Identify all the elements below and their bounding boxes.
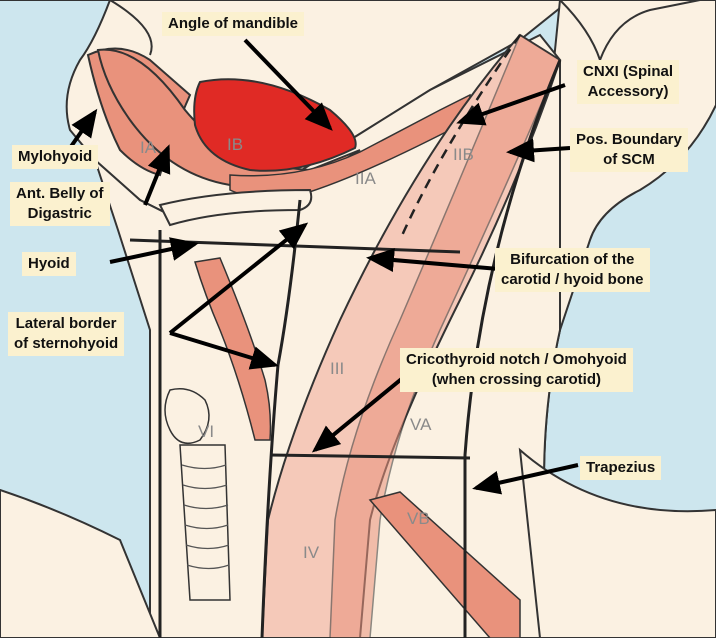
level-iv-label: IV [303, 543, 320, 562]
level-vi-label: VI [198, 422, 214, 441]
label-arrows [68, 38, 579, 495]
mylohyoid-label: Mylohyoid [12, 145, 99, 169]
trapezius-label: Trapezius [580, 456, 662, 480]
thyroid-cartilage [164, 388, 210, 445]
level-ib-submandibular-region [193, 78, 357, 172]
level-iib-label: IIB [453, 145, 474, 164]
angle-of-mandible-label: Angle of mandible [162, 12, 305, 36]
shoulder-skin [0, 488, 162, 638]
level-va-label: VA [410, 415, 432, 434]
level-iii-label: III [330, 359, 344, 378]
trachea [179, 444, 231, 601]
omohyoid-muscle [368, 491, 521, 638]
level-ib-label: IB [227, 135, 243, 154]
scm-muscle [329, 33, 561, 638]
level-vb-label: VB [407, 509, 430, 528]
jaw-line [109, 0, 153, 56]
hyoid-bone [158, 188, 313, 227]
cricothyroid-omohyoid-label: Cricothyroid notch / Omohyoid(when cross… [400, 348, 633, 392]
tracheal-rings [181, 464, 230, 570]
hyoid-label: Hyoid [22, 252, 76, 276]
sternohyoid-muscle [194, 257, 272, 441]
level-ia-label: IA [140, 138, 157, 157]
ear-outline [559, 0, 701, 63]
level-iia-label: IIA [355, 169, 376, 188]
